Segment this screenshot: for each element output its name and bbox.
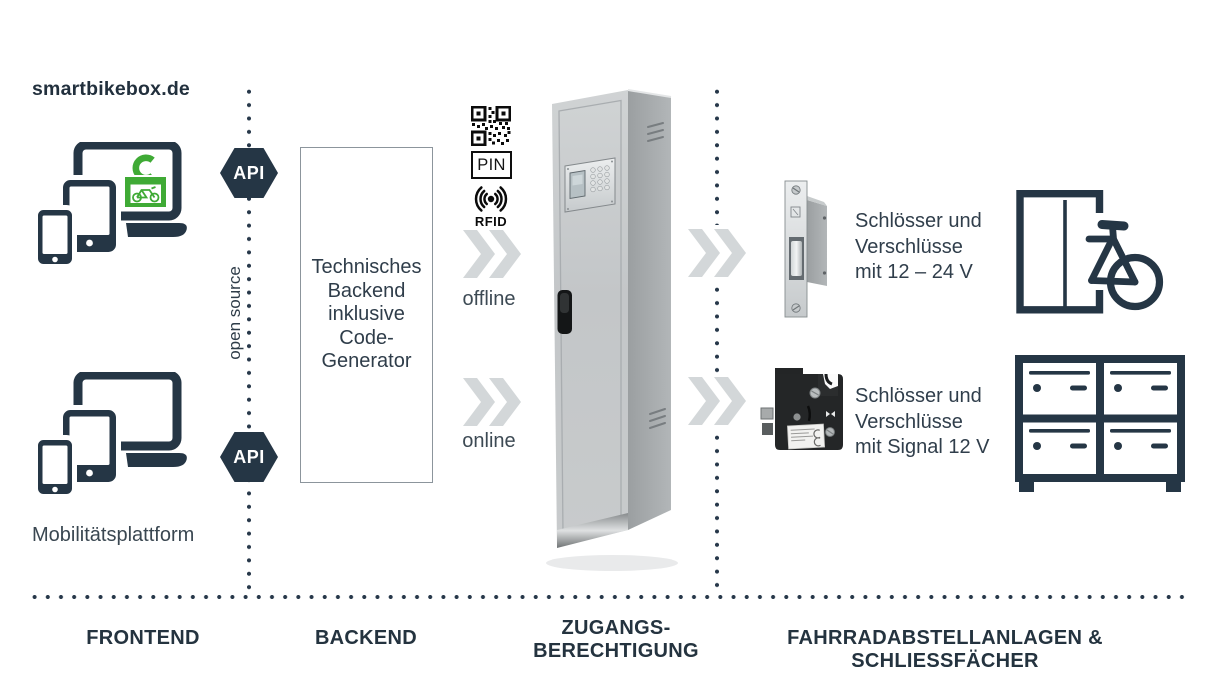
signal-lock-line: mit Signal 12 V: [855, 436, 990, 458]
qr-code-icon: [471, 106, 511, 146]
bike-box-icon: [1016, 190, 1164, 314]
laptop-base: [126, 453, 187, 467]
cabinet-handle: [557, 290, 572, 334]
open-source-label: open source: [225, 266, 244, 360]
bike-lock-logo: [123, 154, 168, 209]
section-label-backend: BACKEND: [314, 627, 418, 649]
divider-access-storage: [715, 431, 719, 590]
page-title: smartbikebox.de: [32, 78, 190, 100]
to-locks-arrow-icon-top: [688, 229, 746, 277]
section-label-access-line1: ZUGANGS-: [561, 617, 671, 639]
phone-icon: [33, 205, 77, 269]
backend-line: Technisches: [311, 256, 422, 279]
signal-lock-line: Verschlüsse: [855, 410, 963, 433]
laptop-base: [126, 223, 187, 237]
bottom-divider: [28, 595, 1186, 599]
backend-line: Backend: [327, 279, 406, 302]
section-label-access-line2: BERECHTIGUNG: [533, 639, 699, 662]
online-label: online: [462, 430, 516, 452]
api-badge-top: API: [220, 148, 278, 198]
vent-slots-top: [647, 122, 664, 142]
divider-access-storage: [715, 85, 719, 225]
divider-access-storage: [715, 283, 719, 373]
online-arrow-icon: [463, 378, 521, 426]
to-locks-arrow-icon-bottom: [688, 377, 746, 425]
vent-slots-bottom: [649, 408, 666, 429]
section-label-frontend: FRONTEND: [86, 627, 200, 649]
keypad-panel: [564, 157, 616, 213]
lock-label: [787, 423, 826, 450]
access-terminal-cabinet: [546, 89, 678, 571]
wired-lock-line: Verschlüsse: [855, 235, 963, 258]
signal-lock-line: Schlösser und: [855, 385, 982, 407]
wired-lock-text: Schlösser und Verschlüsse mit 12 – 24 V: [855, 209, 982, 286]
api-badge-bottom: API: [220, 432, 278, 482]
technical-backend-box: Technisches Backend inklusive Code- Gene…: [300, 147, 433, 483]
strike-lock: [784, 180, 827, 318]
backend-line: inklusive: [328, 303, 405, 326]
lockers-icon: [1015, 355, 1185, 492]
cabinet-base: [557, 513, 628, 548]
backend-line: Generator: [321, 350, 412, 373]
section-label-access: ZUGANGS- BERECHTIGUNG: [516, 617, 716, 662]
cabinet-side: [628, 90, 671, 530]
offline-label: offline: [462, 288, 516, 310]
devices-cluster-icon-top: [33, 142, 187, 269]
section-label-storage: FAHRRADABSTELLANLAGEN & SCHLIESSFÄCHER: [787, 627, 1103, 672]
signal-lock-text: Schlösser und Verschlüsse mit Signal 12 …: [855, 384, 990, 461]
signal-lock: [760, 368, 843, 450]
pin-code-icon: PIN: [471, 151, 512, 179]
mobility-platform-label: Mobilitätsplattform: [32, 524, 195, 546]
rfid-label: RFID: [475, 214, 507, 229]
devices-cluster-icon-bottom: [33, 372, 187, 499]
wired-lock-line: Schlösser und: [855, 210, 982, 232]
connector-mark: [826, 411, 835, 417]
divider-frontend-backend: [247, 85, 251, 590]
rfid-icon: RFID: [475, 186, 508, 229]
offline-arrow-icon: [463, 230, 521, 278]
backend-line: Code-: [339, 326, 394, 349]
phone-icon: [33, 435, 77, 499]
wired-lock-line: mit 12 – 24 V: [855, 261, 973, 283]
